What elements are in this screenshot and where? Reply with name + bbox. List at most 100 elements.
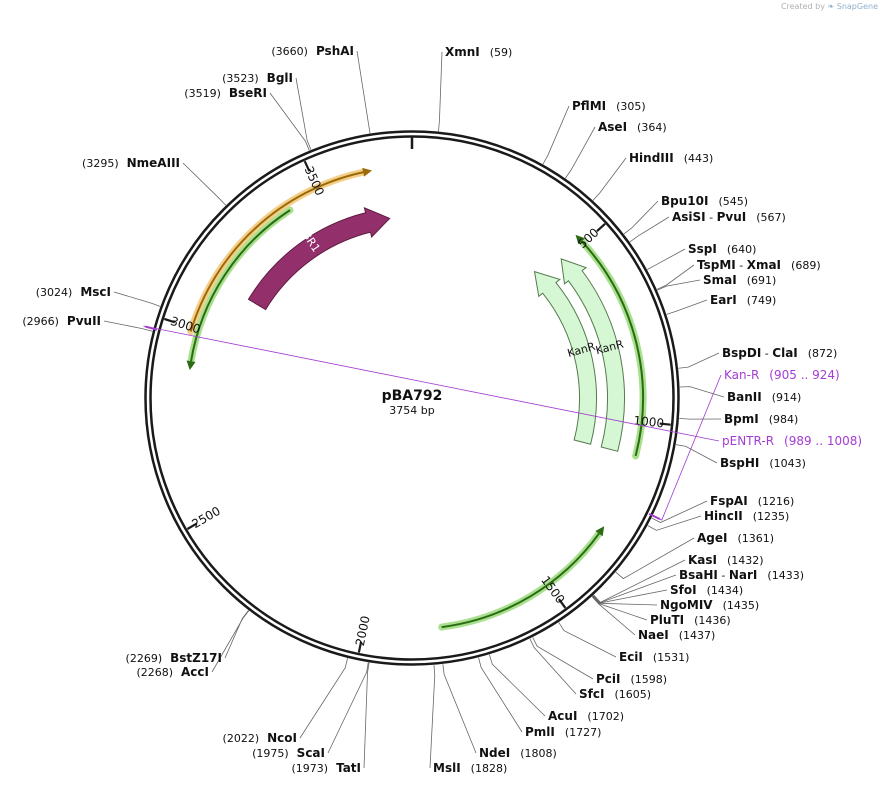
leader-naei [591,596,636,636]
tick-label-1000: 1000 [633,413,665,430]
primer-name-kan-r: Kan-R [724,368,759,382]
enz-pos-sfci: (1605) [614,688,651,701]
orf-left [190,209,291,362]
site-label-sfci: SfcI (1605) [579,687,651,701]
enz-name-pshai: PshAI [316,44,354,58]
site-label-msli: MslI(1828) [433,761,507,775]
enz-pos-ndei: (1808) [520,747,557,760]
leader-ngomiv [592,595,658,606]
enz-name-ndei: NdeI [479,746,510,760]
enz-pos-bspdi: - [761,347,772,360]
enz-pos-kasi: (1432) [727,554,764,567]
enz-pos-bsahi: (1433) [767,569,804,582]
credit-prefix: Created by [780,2,825,11]
enz-name-sfci: SfcI [579,687,604,701]
site-label-bseri: (3519)BseRI [184,86,267,100]
enz-name-tati: TatI [336,761,361,775]
tick-mark-1000 [659,422,671,426]
enz-pos-bstz17i: (2269) [126,652,163,665]
tick-label-2500: 2500 [189,504,222,531]
leader-tati [363,662,370,769]
enz-pos-pflmi: (305) [616,100,646,113]
enz-pos-pcii: (1598) [631,673,668,686]
enz-pos-msli: (1828) [471,762,508,775]
leader-scai [327,662,369,754]
enz-pos-banii: (914) [772,391,802,404]
orf-track [186,206,647,631]
enz-name-nmeaiii: NmeAIII [127,156,180,170]
enz-pos-sfoi: (1434) [707,584,744,597]
site-label-ngomiv: NgoMIV(1435) [660,598,759,612]
enz-name-naei: NaeI [638,628,669,642]
leader-bpu10i [623,200,659,235]
ori-arc-arrowhead [362,167,372,177]
enz-name-bsahi: NarI [729,568,758,582]
enz-pos-ncoi: (2022) [223,732,260,745]
leader-ncoi [299,658,348,739]
tick-mark-1500 [558,598,567,609]
site-label-scai: (1975)ScaI [252,746,325,760]
site-label-ecii: EciI (1531) [619,650,689,664]
credit-brand: SnapGene [836,2,878,11]
enz-pos-asei: (364) [637,121,667,134]
enz-pos-pshai: (3660) [271,45,308,58]
leader-msli [429,665,436,769]
enz-name-agei: AgeI [697,531,727,545]
enz-pos-naei: (1437) [679,629,716,642]
leader-bspdi [678,352,720,369]
enz-name-ecii: EciI [619,650,643,664]
leader-msci [113,291,161,307]
enz-name-bspdi: ClaI [772,346,797,360]
enz-name-tspmi: XmaI [747,258,781,272]
enz-pos-pmli: (1727) [565,726,602,739]
site-label-ncoi: (2022) NcoI [223,731,297,745]
orf-bottom [441,532,600,629]
leader-bseri [269,92,310,151]
enz-pos-acci: (2268) [136,666,173,679]
leader-pvuii [103,320,153,332]
primer-label-pentr-r: pENTR-R(989 .. 1008) [722,434,862,448]
site-label-bsahi: BsaHI - NarI(1433) [679,568,804,582]
leader-pcii [532,637,594,680]
enz-name-sfoi: SfoI [670,583,697,597]
leader-asei [565,126,596,179]
enz-pos-acui: (1702) [587,710,624,723]
tick-mark-2500 [186,522,198,530]
enz-name-bseri: BseRI [229,86,267,100]
leader-kan-r [652,374,722,521]
enz-pos-hincii: (1235) [753,510,790,523]
plasmid-name: pBA792 [382,388,443,404]
site-label-xmni: XmnI(59) [445,45,512,59]
site-label-pflmi: PflMI(305) [572,99,646,113]
enz-name-asisi: PvuI [717,210,747,224]
leader-hindiii [592,157,627,201]
site-label-tspmi: TspMI - XmaI(689) [697,258,821,272]
snapgene-credit: Created by ❧ SnapGene [781,2,878,11]
site-label-banii: BanII(914) [727,390,801,404]
leader-sspi [647,248,686,270]
feature-arrow-2 [247,207,391,311]
leader-pentr-r [143,325,720,442]
enz-name-pcii: PciI [596,672,621,686]
site-label-ndei: NdeI (1808) [479,746,557,760]
site-label-hindiii: HindIII(443) [629,151,713,165]
leader-bgli [295,77,312,150]
enz-pos-asisi: - [706,211,717,224]
orf-bottom-glow [438,530,603,631]
enz-name-bsahi: BsaHI [679,568,718,582]
leader-sfci [529,638,577,695]
feature-arrow-1 [533,270,597,445]
enz-pos-bsphi: (1043) [769,457,806,470]
enz-pos-bgli: (3523) [222,72,259,85]
enz-pos-ecii: (1531) [653,651,690,664]
enz-pos-tspmi: (689) [791,259,821,272]
leader-acui [488,654,546,717]
enz-name-kasi: KasI [688,553,717,567]
site-label-pshai: (3660) PshAI [271,44,354,58]
leader-bsphi [675,444,718,464]
site-label-tati: (1973)TatI [291,761,361,775]
enz-pos-xmni: (59) [490,46,513,59]
enz-name-ncoi: NcoI [267,731,297,745]
